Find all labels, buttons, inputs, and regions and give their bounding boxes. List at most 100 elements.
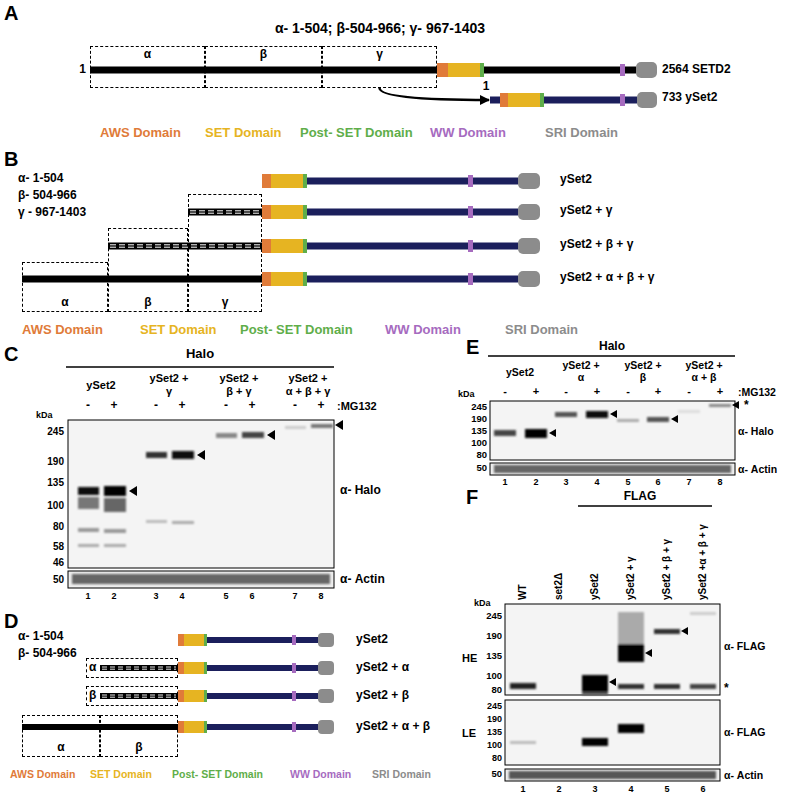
tag-header: Halo	[599, 340, 625, 354]
construct-bar	[22, 276, 262, 283]
blot-band	[216, 433, 237, 438]
legend-swatch: WW Domain	[385, 323, 461, 338]
blot-band	[509, 612, 716, 779]
fragment-key: α- 1-504	[18, 172, 63, 186]
lane-number: 6	[700, 784, 705, 794]
construct-bar	[292, 722, 296, 732]
treatment-sign: -	[564, 385, 568, 398]
lane-number: 3	[153, 591, 158, 601]
antibody-label: α- Halo	[738, 425, 774, 437]
mapping-arrow	[380, 88, 490, 100]
blot-band	[582, 692, 608, 695]
yset2-protein-bar	[637, 92, 657, 108]
lane-header: set2Δ	[553, 573, 565, 600]
fragment-box: β	[100, 715, 178, 757]
antibody-label: α- Actin	[724, 769, 763, 781]
yset2-protein-bar	[490, 92, 657, 108]
treatment-sign: +	[248, 399, 255, 413]
size-marker: 245	[486, 611, 502, 622]
blot-band	[78, 544, 99, 547]
setd2-protein-bar	[620, 64, 625, 76]
construct-bar	[188, 209, 262, 216]
treatment-sign: -	[503, 385, 507, 398]
western-blot	[488, 355, 735, 357]
band-arrowhead	[267, 430, 275, 440]
legend-text: AWS Domain	[22, 322, 103, 337]
legend-text: WW Domain	[385, 322, 461, 337]
band-arrowhead	[645, 649, 652, 657]
size-marker: 80	[53, 521, 64, 533]
western-blot	[578, 505, 712, 507]
blot-band	[104, 486, 126, 496]
lane-header: ySet2	[589, 573, 601, 600]
legend-text: SET Domain	[140, 322, 217, 337]
construct-label: ySet2	[560, 173, 592, 187]
fragment-letter: α	[89, 661, 96, 675]
construct-bar	[184, 634, 204, 646]
treatment-sign: -	[626, 385, 630, 398]
fragment-box: β	[108, 228, 188, 312]
fragment-box: α	[22, 262, 108, 312]
setd2-protein-bar	[90, 62, 657, 78]
construct-bar	[108, 243, 262, 250]
lane-number: 2	[111, 591, 116, 601]
fragment-letter: β	[135, 741, 142, 755]
panel-letter: F	[466, 486, 478, 509]
blot-band	[311, 424, 333, 428]
blot-band	[172, 521, 194, 524]
blot-band	[242, 432, 264, 438]
western-blot	[488, 356, 735, 475]
treatment-sign: +	[655, 385, 661, 398]
legend-text: SRI Domain	[545, 125, 618, 140]
fragment-letter: γ	[222, 296, 229, 310]
legend-swatch: WW Domain	[430, 126, 506, 141]
band-arrowhead	[129, 420, 343, 496]
lane-header: WT	[517, 584, 529, 600]
lane-number: 5	[625, 477, 630, 487]
size-marker: 100	[487, 740, 502, 750]
band-arrowhead	[549, 429, 556, 437]
construct-bar	[318, 689, 334, 703]
lane-header: α + β	[692, 371, 717, 383]
construct-bar	[271, 174, 303, 188]
yset2-protein-bar	[500, 93, 508, 107]
western-blot	[505, 506, 720, 781]
size-marker: 190	[471, 414, 487, 425]
fragment-key: α- 1-504; β-504-966; γ- 967-1403	[275, 20, 485, 36]
antibody-label: α- Actin	[738, 463, 777, 475]
legend-swatch: SRI Domain	[545, 126, 618, 141]
size-marker: 100	[486, 671, 502, 682]
legend-swatch: AWS Domain	[100, 126, 181, 141]
blot-band	[78, 497, 99, 509]
legend-swatch: SET Domain	[140, 323, 217, 338]
setd2-protein-bar	[636, 62, 657, 78]
construct-bar	[102, 695, 176, 696]
legend-text: Post- SET Domain	[172, 768, 263, 780]
fragment-box: γ	[188, 194, 262, 312]
lane-header: γ	[166, 385, 172, 398]
construct-bar	[271, 205, 303, 219]
construct-bar	[468, 175, 473, 187]
unit-label: kDa	[474, 598, 491, 608]
fragment-box: α	[86, 658, 178, 678]
construct-label: ySet2 + γ	[560, 204, 612, 218]
construct-label: ySet2 + α + β + γ	[560, 271, 654, 285]
construct-bar	[22, 173, 540, 287]
blot-band	[654, 684, 680, 689]
construct-bar	[184, 662, 204, 674]
fragment-letter: β	[144, 296, 151, 310]
treatment-sign: +	[717, 385, 723, 398]
lane-header: ySet2 + γ	[625, 556, 637, 600]
blot-band	[78, 487, 99, 495]
band-arrowhead	[681, 627, 688, 635]
antibody-label: α- FLAG	[724, 726, 765, 738]
western-blot	[68, 571, 334, 588]
blot-band	[586, 411, 608, 418]
legend-text: WW Domain	[430, 125, 506, 140]
lane-header: ySet2	[506, 366, 534, 378]
blot-band	[494, 404, 731, 473]
size-marker: 58	[53, 541, 64, 553]
construct-bar	[292, 663, 296, 673]
blot-band	[78, 528, 99, 532]
